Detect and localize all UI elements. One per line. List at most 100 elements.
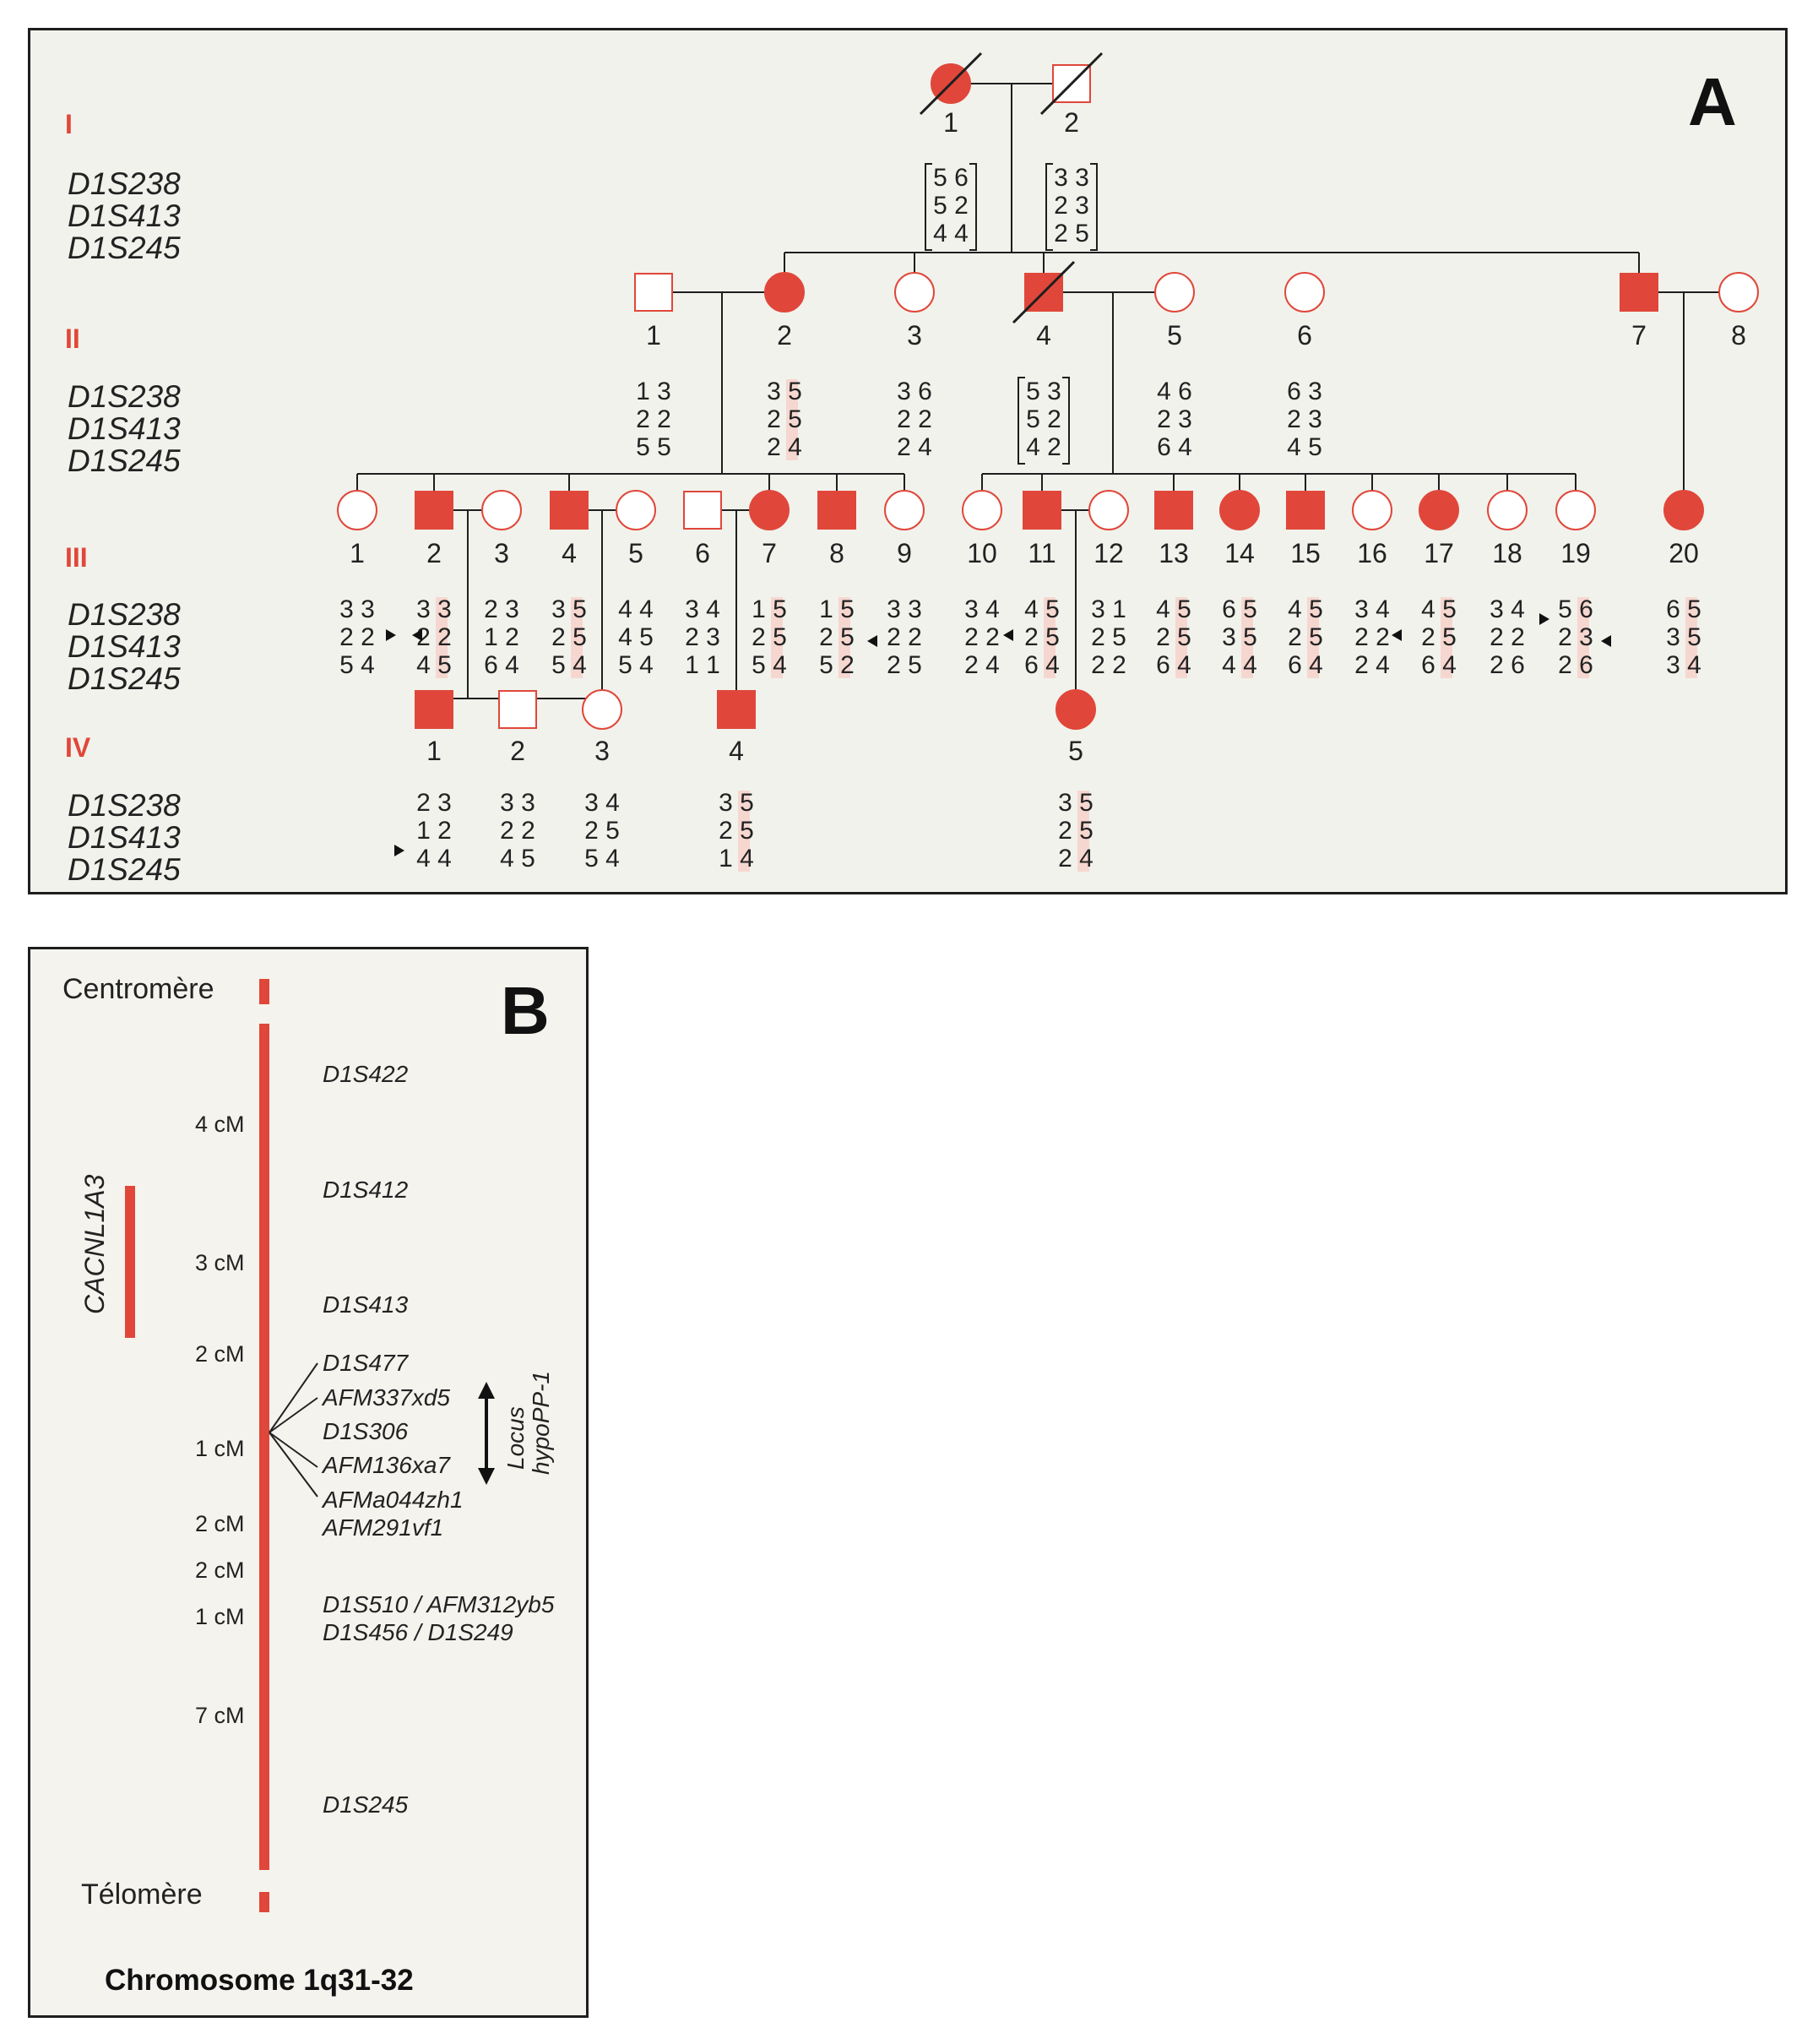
gen2-haplotype-5-row-1: 4 6 (1157, 378, 1192, 405)
marker-d1s477: D1S477 (323, 1350, 410, 1376)
gen3-highlight-17 (1441, 597, 1452, 678)
gen3-highlight-20 (1685, 597, 1697, 678)
gen2-haplotype-2-row-3: 2 4 (767, 433, 802, 461)
centromere-label: Centromère (62, 973, 214, 1005)
gen2-haplotype-2-row-2: 2 5 (767, 405, 802, 433)
gen3-haplotype-15-row-2: 2 5 (1288, 623, 1323, 651)
gen4-number-1: 1 (426, 736, 442, 766)
gen3-individual-6-square (683, 491, 722, 530)
gen3-number-19: 19 (1560, 538, 1591, 568)
recombination-marker-6 (1539, 613, 1549, 625)
gen4-number-5: 5 (1068, 736, 1083, 766)
gen3-haplotype-9-row-2: 2 2 (887, 623, 922, 651)
gen3-number-15: 15 (1290, 538, 1321, 568)
gen3-highlight-8 (838, 597, 850, 678)
gen4-haplotype-4-row-1: 3 5 (719, 789, 754, 817)
gen1-haplotype-2-bracket-left (1045, 163, 1053, 251)
marker-d1s245: D1S245 (323, 1791, 409, 1818)
gen3-haplotype-18-row-1: 3 4 (1490, 595, 1525, 623)
distance-label-4: 1 cM (195, 1436, 245, 1461)
marker-d1s456-d1s249: D1S456 / D1S249 (323, 1619, 513, 1645)
gen4-haplotype-4-row-2: 2 5 (719, 817, 754, 845)
gen1-number-2: 2 (1064, 107, 1079, 138)
gen1-haplotype-1-row-3: 4 4 (933, 220, 969, 247)
cacnl1a3-label: CACNL1A3 (79, 1174, 110, 1314)
telomere-label: Télomère (81, 1878, 203, 1911)
gen2-individual-8-circle (1718, 272, 1759, 313)
gen2-haplotype-5-row-3: 6 4 (1157, 433, 1192, 461)
gen3-haplotype-16-row-3: 2 4 (1354, 651, 1390, 679)
gen2-individual-6-circle (1284, 272, 1325, 313)
gen3-haplotype-11-row-3: 6 4 (1024, 651, 1060, 679)
marker-afm337xd5: AFM337xd5 (321, 1384, 450, 1411)
gen1-individual-1-deceased-slash (919, 52, 983, 116)
gen3-number-3: 3 (494, 538, 509, 568)
gen3-haplotype-12-row-3: 2 2 (1091, 651, 1126, 679)
gen3-haplotype-19-row-3: 2 6 (1558, 651, 1593, 679)
gen4-haplotype-2-row-3: 4 5 (500, 845, 535, 873)
distance-label-3: 2 cM (195, 1341, 245, 1367)
distance-label-1: 4 cM (195, 1112, 245, 1137)
gen2-haplotype-6-row-2: 2 3 (1287, 405, 1322, 433)
locus-double-arrow (478, 1382, 495, 1485)
gen3-number-12: 12 (1094, 538, 1124, 568)
gen3-individual-17-circle (1419, 490, 1459, 530)
gen3-haplotype-13-row-2: 2 5 (1156, 623, 1191, 651)
generation-label-1: I (65, 109, 73, 139)
telomere-mark (259, 1892, 269, 1912)
gen2-individual-5-circle (1154, 272, 1195, 313)
gen4-number-2: 2 (510, 736, 525, 766)
generation-label-3: III (65, 542, 88, 573)
distance-label-7: 1 cM (195, 1604, 245, 1629)
gen3-haplotype-18-row-2: 2 2 (1490, 623, 1525, 651)
gen3-individual-7-circle (749, 490, 790, 530)
gen2-number-6: 6 (1297, 320, 1312, 351)
gen3-haplotype-13-row-1: 4 5 (1156, 595, 1191, 623)
distance-label-8: 7 cM (195, 1703, 245, 1728)
gen2-haplotype-5-row-2: 2 3 (1157, 405, 1192, 433)
gen3-haplotype-20-row-2: 3 5 (1666, 623, 1701, 651)
gen3-haplotype-16-row-2: 2 2 (1354, 623, 1390, 651)
gen3-highlight-14 (1241, 597, 1253, 678)
gen3-highlight-4 (571, 597, 583, 678)
gen3-haplotype-4-row-3: 5 4 (551, 651, 587, 679)
gen2-number-2: 2 (777, 320, 792, 351)
chromosome-title: Chromosome 1q31-32 (105, 1964, 414, 1997)
gen4-highlight-5 (1077, 791, 1089, 872)
gen3-haplotype-6-row-1: 3 4 (685, 595, 720, 623)
gen1-haplotype-1-row-1: 5 6 (933, 164, 969, 192)
marker-label-gen2-3: D1S245 (68, 443, 181, 478)
gen4-haplotype-1-row-2: 1 2 (416, 817, 452, 845)
gen3-haplotype-15-row-3: 6 4 (1288, 651, 1323, 679)
gen3-individual-8-square (817, 491, 856, 530)
gen3-individual-3-circle (481, 490, 522, 530)
gen3-haplotype-1-row-3: 5 4 (339, 651, 375, 679)
gen3-haplotype-14-row-1: 6 5 (1222, 595, 1257, 623)
gen3-haplotype-5-row-1: 4 4 (618, 595, 654, 623)
gen1-haplotype-1-bracket-left (925, 163, 932, 251)
gen3-number-14: 14 (1224, 538, 1255, 568)
gen1-haplotype-2-row-3: 2 5 (1054, 220, 1089, 247)
gen3-haplotype-3-row-3: 6 4 (484, 651, 519, 679)
gen3-haplotype-7-row-1: 1 5 (752, 595, 787, 623)
gen3-haplotype-2-row-3: 4 5 (416, 651, 452, 679)
gen3-haplotype-17-row-2: 2 5 (1421, 623, 1457, 651)
gen1-haplotype-1-bracket-right (969, 163, 977, 251)
gen2-individual-4-deceased-slash (1012, 260, 1076, 324)
gen3-individual-18-circle (1487, 490, 1528, 530)
chromosome-map-panel: B Centromère Télomère Chromosome 1q31-32… (28, 947, 589, 2018)
marker-afma044zh1: AFMa044zh1 (321, 1487, 464, 1513)
gen4-haplotype-4-row-3: 1 4 (719, 845, 754, 873)
marker-d1s306: D1S306 (323, 1418, 409, 1444)
marker-d1s413: D1S413 (323, 1291, 409, 1318)
gen3-haplotype-3-row-1: 2 3 (484, 595, 519, 623)
gen3-haplotype-10-row-1: 3 4 (964, 595, 1000, 623)
gen3-number-11: 11 (1028, 538, 1056, 568)
gen3-haplotype-8-row-3: 5 2 (819, 651, 855, 679)
gen3-individual-15-square (1286, 491, 1325, 530)
gen3-haplotype-10-row-3: 2 4 (964, 651, 1000, 679)
gen3-haplotype-19-row-2: 2 3 (1558, 623, 1593, 651)
gen3-haplotype-18-row-3: 2 6 (1490, 651, 1525, 679)
gen3-haplotype-12-row-1: 3 1 (1091, 595, 1126, 623)
